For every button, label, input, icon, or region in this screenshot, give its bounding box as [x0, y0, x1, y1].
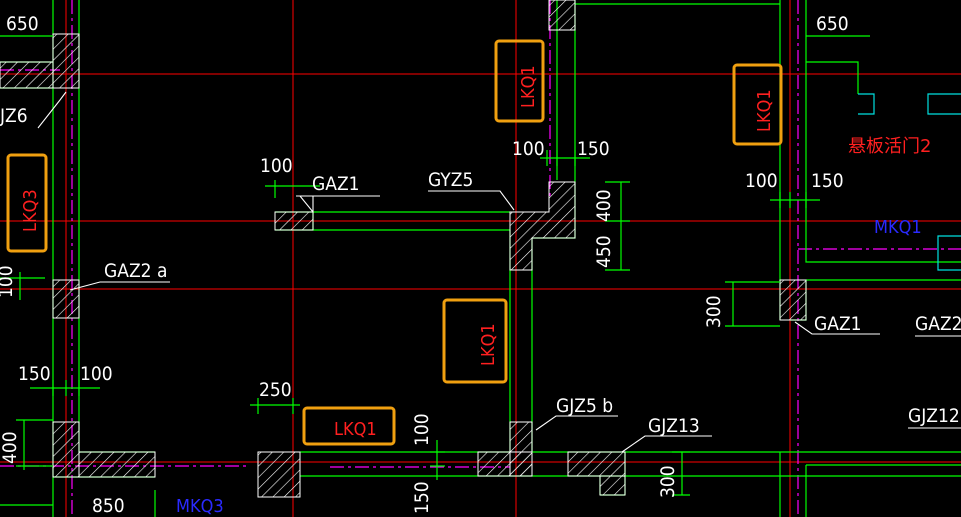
wall-tag-lkq1-mid[interactable]: LKQ1 [442, 298, 508, 384]
wall-tag-lkq1-top[interactable]: LKQ1 [494, 39, 545, 123]
dim-450: 450 [593, 235, 615, 268]
dim-100-bottom: 100 [411, 413, 433, 446]
wall-tag-lkq3[interactable]: LKQ3 [6, 153, 48, 253]
dim-300-a: 300 [703, 295, 725, 328]
wall-tag-lkq1-right[interactable]: LKQ1 [732, 63, 783, 146]
dim-650-right: 650 [816, 13, 849, 35]
wall-tag-lkq1-bottom-text: LKQ1 [334, 419, 377, 440]
dimension-lines [0, 35, 961, 517]
wall-tag-lkq3-text: LKQ3 [20, 189, 41, 232]
dim-250: 250 [259, 379, 292, 401]
label-gaz1-b: GAZ1 [814, 313, 862, 335]
wall-tags: LKQ1 LKQ1 LKQ3 LKQ1 LKQ1 [6, 39, 783, 446]
label-gjz5b: GJZ5 b [556, 395, 613, 417]
wall-tag-lkq1-top-text: LKQ1 [518, 65, 539, 108]
label-gyz5: GYZ5 [428, 169, 473, 191]
dim-650-left: 650 [6, 13, 39, 35]
label-gjz13: GJZ13 [648, 415, 700, 437]
label-gaz1-a: GAZ1 [312, 173, 360, 195]
dim-150-b: 150 [811, 170, 844, 192]
label-gaz2-right: GAZ2 [915, 313, 961, 335]
label-jz6: JZ6 [0, 105, 28, 127]
label-gaz2a: GAZ2 a [104, 260, 167, 282]
dim-100-b: 100 [512, 138, 545, 160]
dim-300-b: 300 [657, 465, 679, 498]
openings [858, 93, 961, 271]
wall-tag-lkq1-mid-text: LKQ1 [478, 323, 499, 366]
dim-150-c: 150 [18, 363, 51, 385]
dim-150-bottom: 150 [411, 481, 433, 514]
dim-400-left: 400 [0, 431, 21, 464]
wall-tag-lkq1-right-text: LKQ1 [754, 89, 775, 132]
dim-100-d: 100 [80, 363, 113, 385]
label-gjz12: GJZ12 [908, 405, 960, 427]
dim-100-c: 100 [745, 170, 778, 192]
component-labels: JZ6 GAZ1 GYZ5 GAZ2 a GAZ1 GAZ2 GJZ5 b GJ… [0, 105, 961, 437]
dimension-texts: 650 650 100 100 150 100 150 150 100 250 … [0, 13, 849, 517]
door-label: 悬板活门2 [848, 136, 931, 157]
dim-400: 400 [593, 189, 615, 222]
dim-100-left-edge: 100 [0, 265, 17, 298]
wall-tag-lkq1-bottom[interactable]: LKQ1 [302, 406, 396, 446]
dim-100-a: 100 [260, 155, 293, 177]
hatched-columns [0, 0, 807, 498]
dim-850: 850 [92, 495, 125, 517]
mkq3-label: MKQ3 [176, 496, 224, 517]
room-labels: 悬板活门2 MKQ1 MKQ3 [176, 136, 931, 517]
dim-150-a: 150 [577, 138, 610, 160]
mkq1-label: MKQ1 [874, 217, 922, 238]
